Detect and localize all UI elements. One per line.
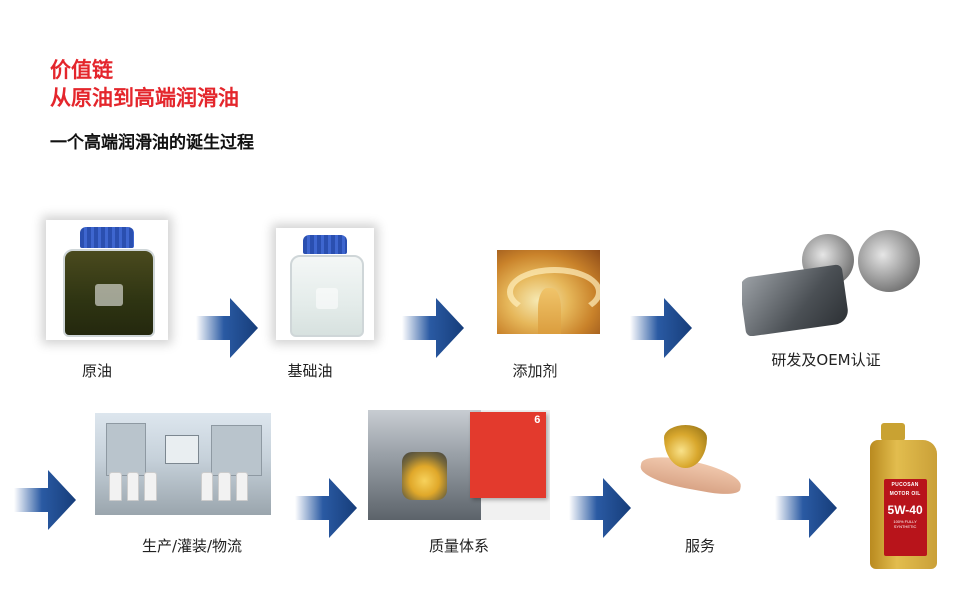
quality-doc-number: 6	[534, 414, 541, 427]
arrow-right-icon	[569, 478, 631, 538]
page-subtitle: 一个高端润滑油的诞生过程	[50, 133, 254, 153]
motor-oil-bottle-image: PUCOSAN MOTOR OIL 5W-40 100% FULLY SYNTH…	[864, 420, 942, 572]
product-badge: MOTOR OIL	[889, 490, 921, 497]
product-brand: PUCOSAN	[891, 481, 919, 488]
oil-drop-hand-image	[628, 418, 748, 504]
step-label-service: 服务	[684, 537, 716, 555]
page-title-line2: 从原油到高端润滑油	[50, 86, 239, 110]
arrow-right-icon	[630, 298, 692, 358]
factory-line-image	[95, 413, 271, 515]
step-label-production: 生产/灌装/物流	[141, 537, 243, 555]
product-viscosity: 5W-40	[887, 502, 923, 517]
additive-image	[497, 250, 600, 334]
arrow-right-icon	[196, 298, 258, 358]
step-label-base-oil: 基础油	[287, 362, 333, 380]
arrow-right-icon	[402, 298, 464, 358]
arrow-right-icon	[775, 478, 837, 538]
crude-oil-jar-image	[46, 220, 168, 340]
engine-parts-image	[742, 228, 922, 336]
base-oil-jar-image	[276, 228, 374, 340]
product-desc: 100% FULLY SYNTHETIC	[893, 518, 917, 529]
step-label-quality: 质量体系	[428, 537, 490, 555]
step-label-crude-oil: 原油	[81, 362, 113, 380]
step-label-rd-oem: 研发及OEM认证	[771, 351, 881, 369]
step-label-additive: 添加剂	[512, 362, 558, 380]
page-title-line1: 价值链	[50, 58, 113, 82]
arrow-right-icon	[14, 470, 76, 530]
quality-lab-image: 6	[368, 410, 550, 520]
arrow-right-icon	[295, 478, 357, 538]
